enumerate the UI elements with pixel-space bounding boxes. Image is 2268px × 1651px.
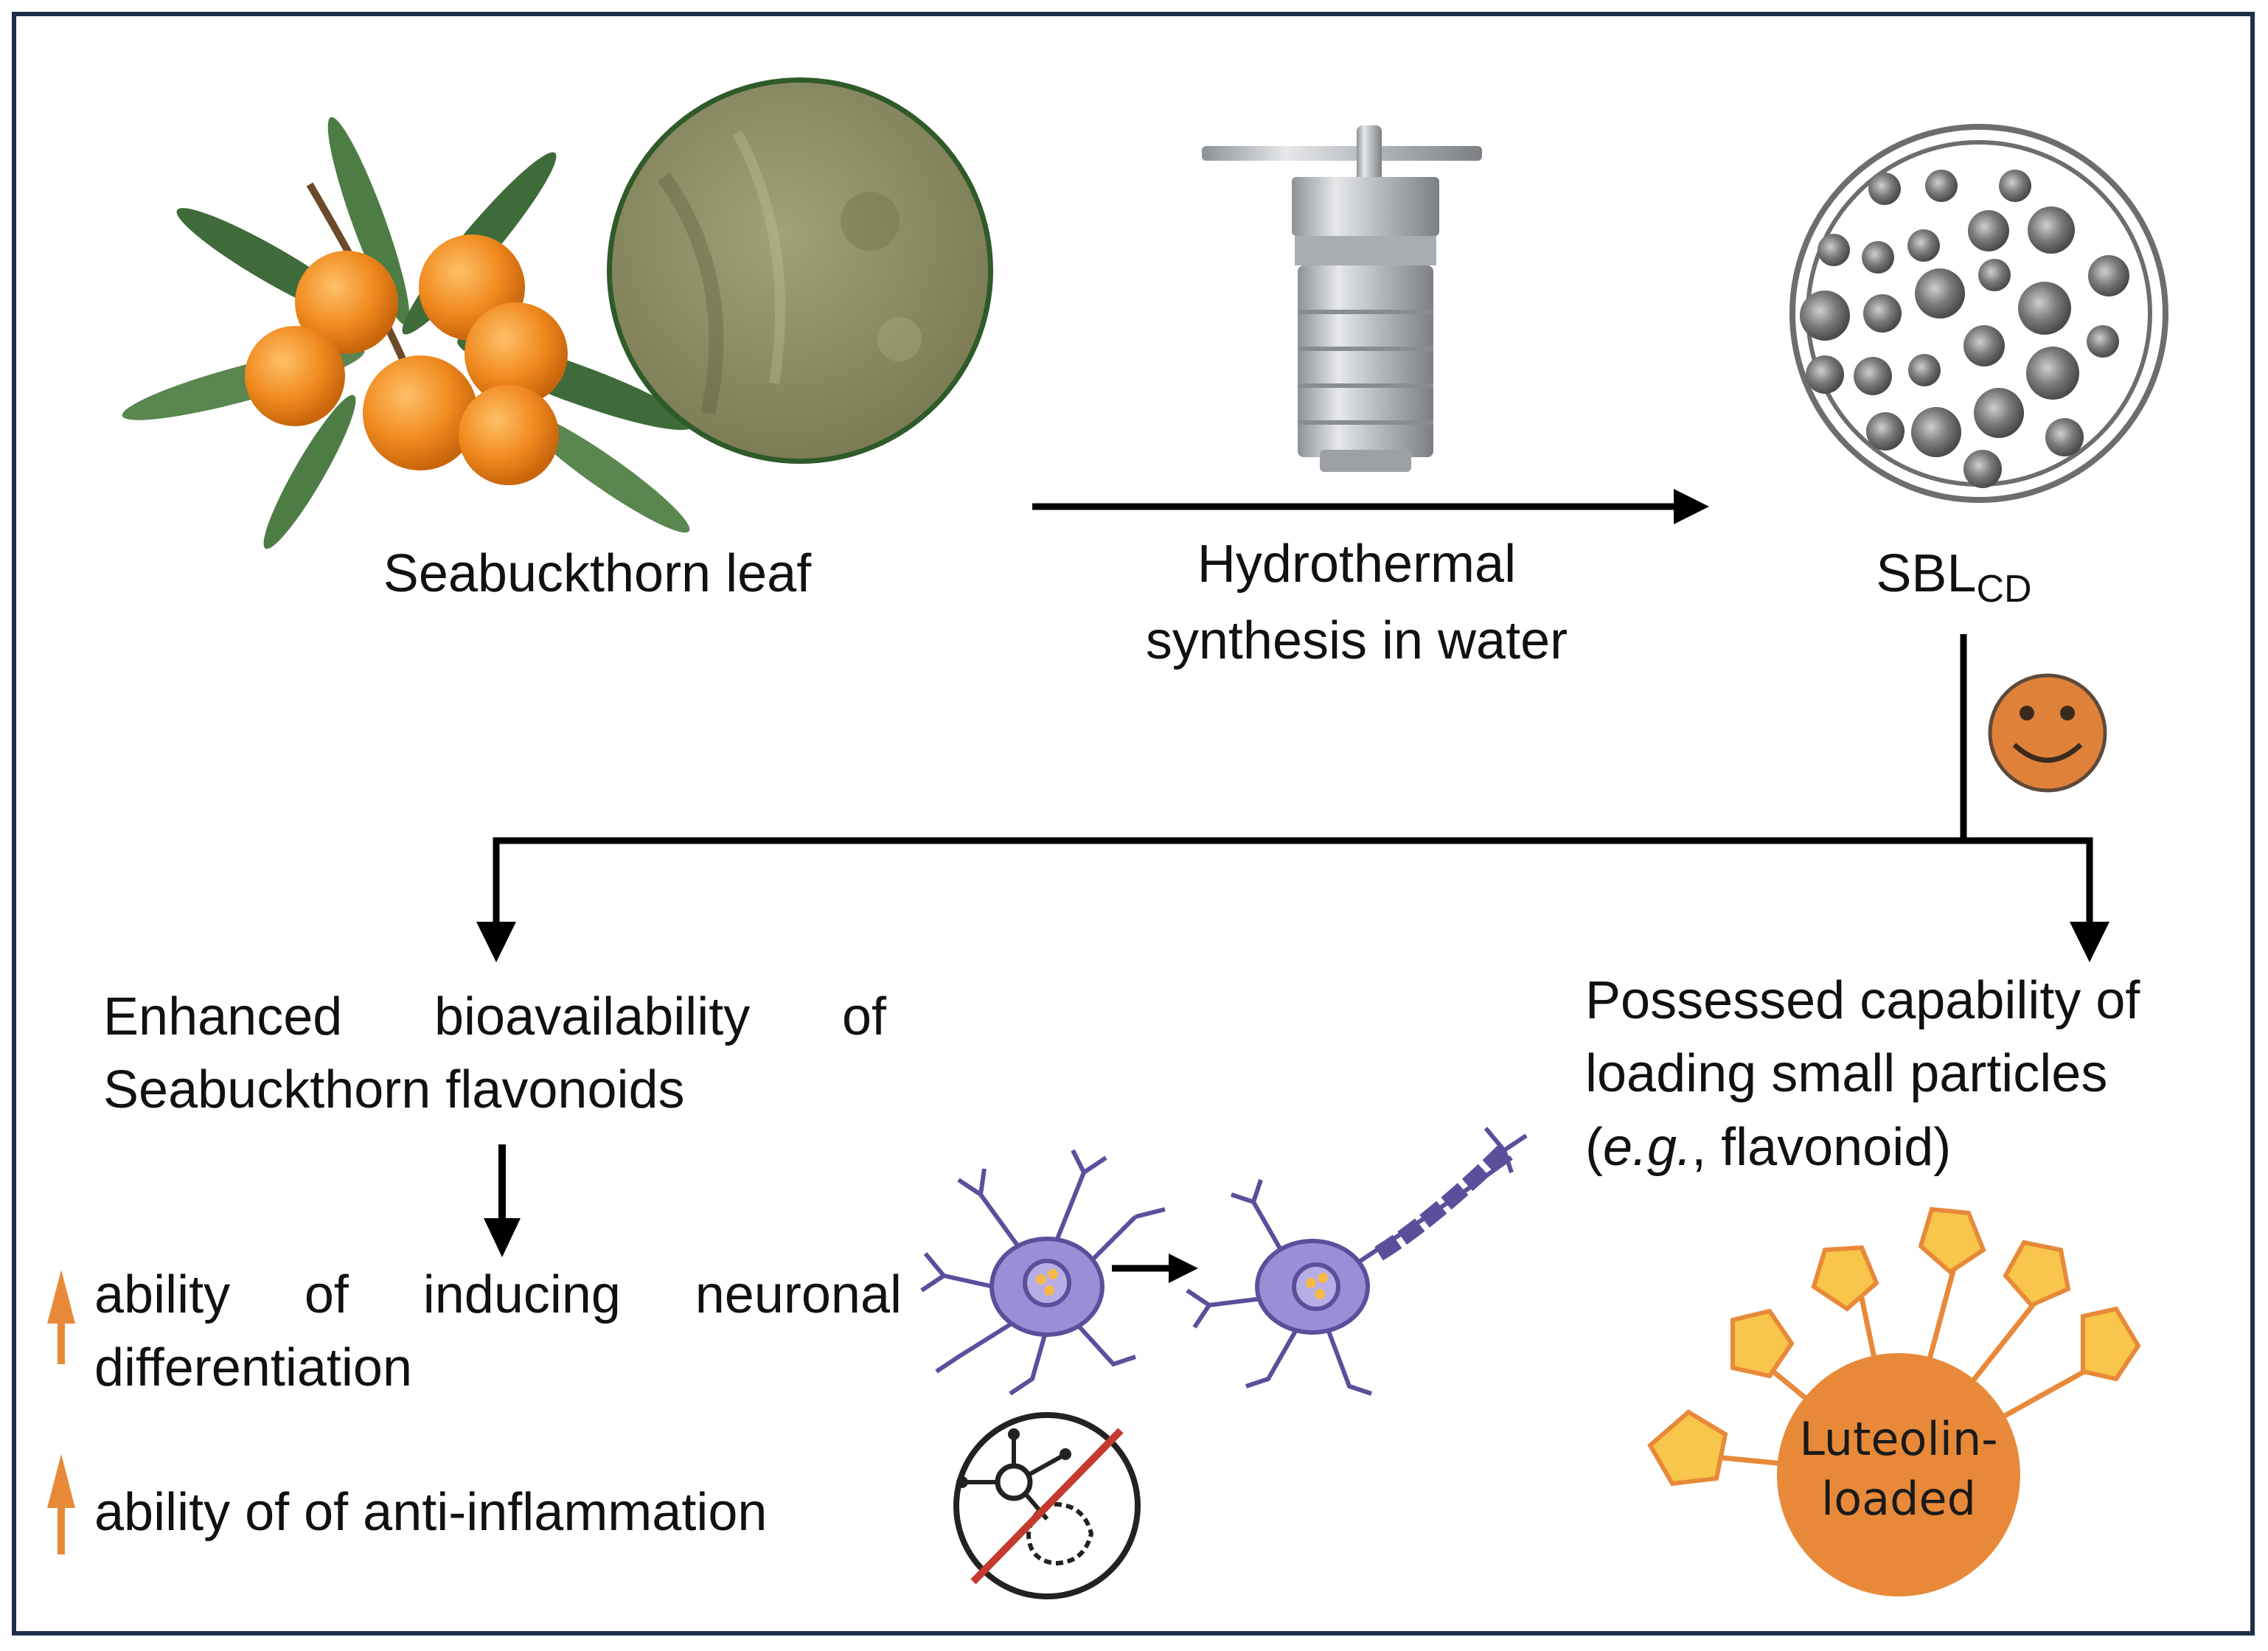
product-label: SBLCD [1829, 538, 2079, 615]
core-label-line2: loaded [1820, 1471, 1976, 1526]
right-line3: (e.g., flavonoid) [1585, 1117, 1952, 1177]
right-line2: loading small particles [1585, 1044, 2108, 1104]
loaded-particle-icon [1647, 1206, 2141, 1596]
product-label-main: SBL [1876, 544, 1977, 603]
process-label: Hydrothermal synthesis in water [1047, 526, 1666, 680]
core-label: Luteolin- loaded [1784, 1410, 2013, 1529]
seabuckthorn-icon [122, 117, 693, 549]
differentiation-arrow [1112, 1254, 1198, 1283]
process-label-line2: synthesis in water [1145, 611, 1568, 671]
right-line1: Possessed capability of [1585, 971, 2140, 1030]
branch-connector [476, 634, 2109, 962]
product-label-sub: CD [1976, 568, 2032, 611]
up-arrow-icon [47, 1270, 75, 1364]
outer-frame [12, 12, 2255, 1636]
left-heading-line2: Seabuckthorn flavonoids [103, 1060, 685, 1120]
effect-anti-inflammation: ability of of anti-inflammation [94, 1483, 768, 1542]
smiley-icon [1988, 673, 2107, 793]
left-heading-line1: Enhanced bioavailability of [103, 987, 886, 1046]
effect-neuronal-line1: ability of inducing neuronal [94, 1265, 902, 1324]
core-label-line1: Luteolin- [1799, 1412, 1998, 1466]
effect-neuronal: ability of inducing neuronal differentia… [94, 1259, 902, 1405]
autoclave-icon [1202, 125, 1482, 472]
neuron-icon [1186, 1127, 1528, 1396]
powder-icon [607, 77, 993, 464]
left-branch-heading: Enhanced bioavailability of Seabuckthorn… [103, 981, 886, 1127]
anti-inflammation-icon [953, 1412, 1141, 1599]
neuron-icon [920, 1149, 1166, 1396]
effect-neuronal-line2: differentiation [94, 1338, 412, 1398]
up-arrow-icon [47, 1454, 75, 1554]
source-label: Seabuckthorn leaf [383, 544, 812, 603]
carbon-dots-icon [1789, 124, 2168, 503]
process-label-line1: Hydrothermal [1197, 535, 1517, 594]
effects-arrow [484, 1144, 521, 1257]
right-branch-text: Possessed capability of loading small pa… [1585, 964, 2249, 1184]
synthesis-arrow [1032, 489, 1709, 524]
